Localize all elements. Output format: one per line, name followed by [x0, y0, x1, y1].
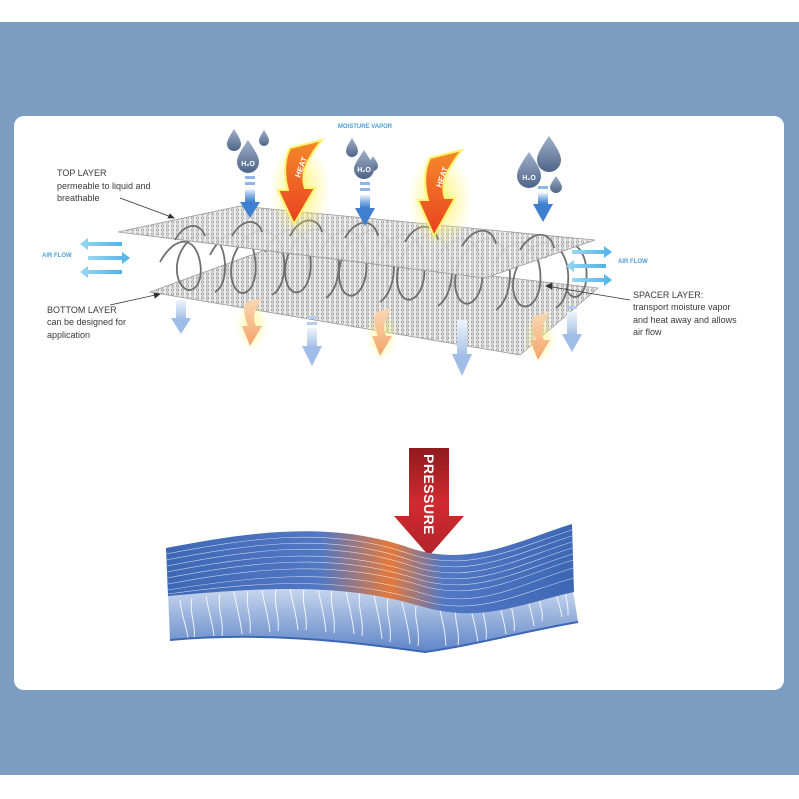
water-drops-2: H₂O: [346, 138, 378, 179]
leader-lines: [109, 197, 631, 306]
water-drop-icon: [237, 140, 259, 173]
moisture-vapor-label: MOISTURE VAPOR: [338, 124, 393, 130]
air-flow-label-left: AIR FLOW: [42, 253, 72, 259]
spacer-layer-title: SPACER LAYER:: [633, 290, 703, 300]
fabric-bottom-edge: [169, 621, 579, 654]
top-layer-desc-2: breathable: [57, 193, 100, 203]
air-flow-arrows-right: [566, 246, 612, 286]
moisture-arrow-2: [355, 182, 375, 226]
heat-arrow-2: HEAT: [408, 148, 472, 248]
spacer-layer-desc-3: air flow: [633, 327, 662, 337]
fabric-spacer-threads: [179, 584, 569, 647]
bottom-layer-title: BOTTOM LAYER: [47, 305, 117, 315]
spacer-layer-desc-2: and heat away and allows: [633, 315, 737, 325]
air-flow-arrows-left: [80, 238, 130, 278]
water-drop-icon: [517, 152, 541, 188]
water-drops-1: H₂O: [227, 129, 269, 173]
top-mesh-layer: [117, 205, 596, 279]
bottom-layer-callout: BOTTOM LAYER can be designed for applica…: [47, 305, 126, 340]
pressure-arrow: PRESSURE: [394, 448, 464, 556]
h2o-label-1: H₂O: [241, 161, 255, 168]
air-flow-label-right: AIR FLOW: [618, 259, 648, 265]
water-drops-3: H₂O: [517, 136, 562, 193]
fabric-spacer-region: [168, 584, 578, 652]
compressed-fabric-top: [165, 524, 575, 614]
water-drop-icon: [354, 150, 374, 179]
top-layer-desc-1: permeable to liquid and: [57, 181, 151, 191]
bottom-layer-desc-2: application: [47, 330, 90, 340]
spacer-layer-callout: SPACER LAYER: transport moisture vapor a…: [633, 290, 737, 337]
top-layer-callout: TOP LAYER permeable to liquid and breath…: [57, 168, 151, 203]
top-layer-title: TOP LAYER: [57, 168, 107, 178]
heat-arrow-1: HEAT: [270, 138, 330, 238]
moisture-arrow-3: [533, 186, 553, 222]
spacer-layer-desc-1: transport moisture vapor: [633, 302, 731, 312]
moisture-arrow-1: [240, 176, 260, 218]
bottom-layer-desc-1: can be designed for: [47, 317, 126, 327]
exit-moisture-arrows: [171, 300, 582, 376]
h2o-label-3: H₂O: [522, 175, 536, 182]
pressure-label: PRESSURE: [421, 454, 437, 535]
exit-heat-arrows: [236, 298, 556, 364]
h2o-label-2: H₂O: [357, 167, 371, 174]
